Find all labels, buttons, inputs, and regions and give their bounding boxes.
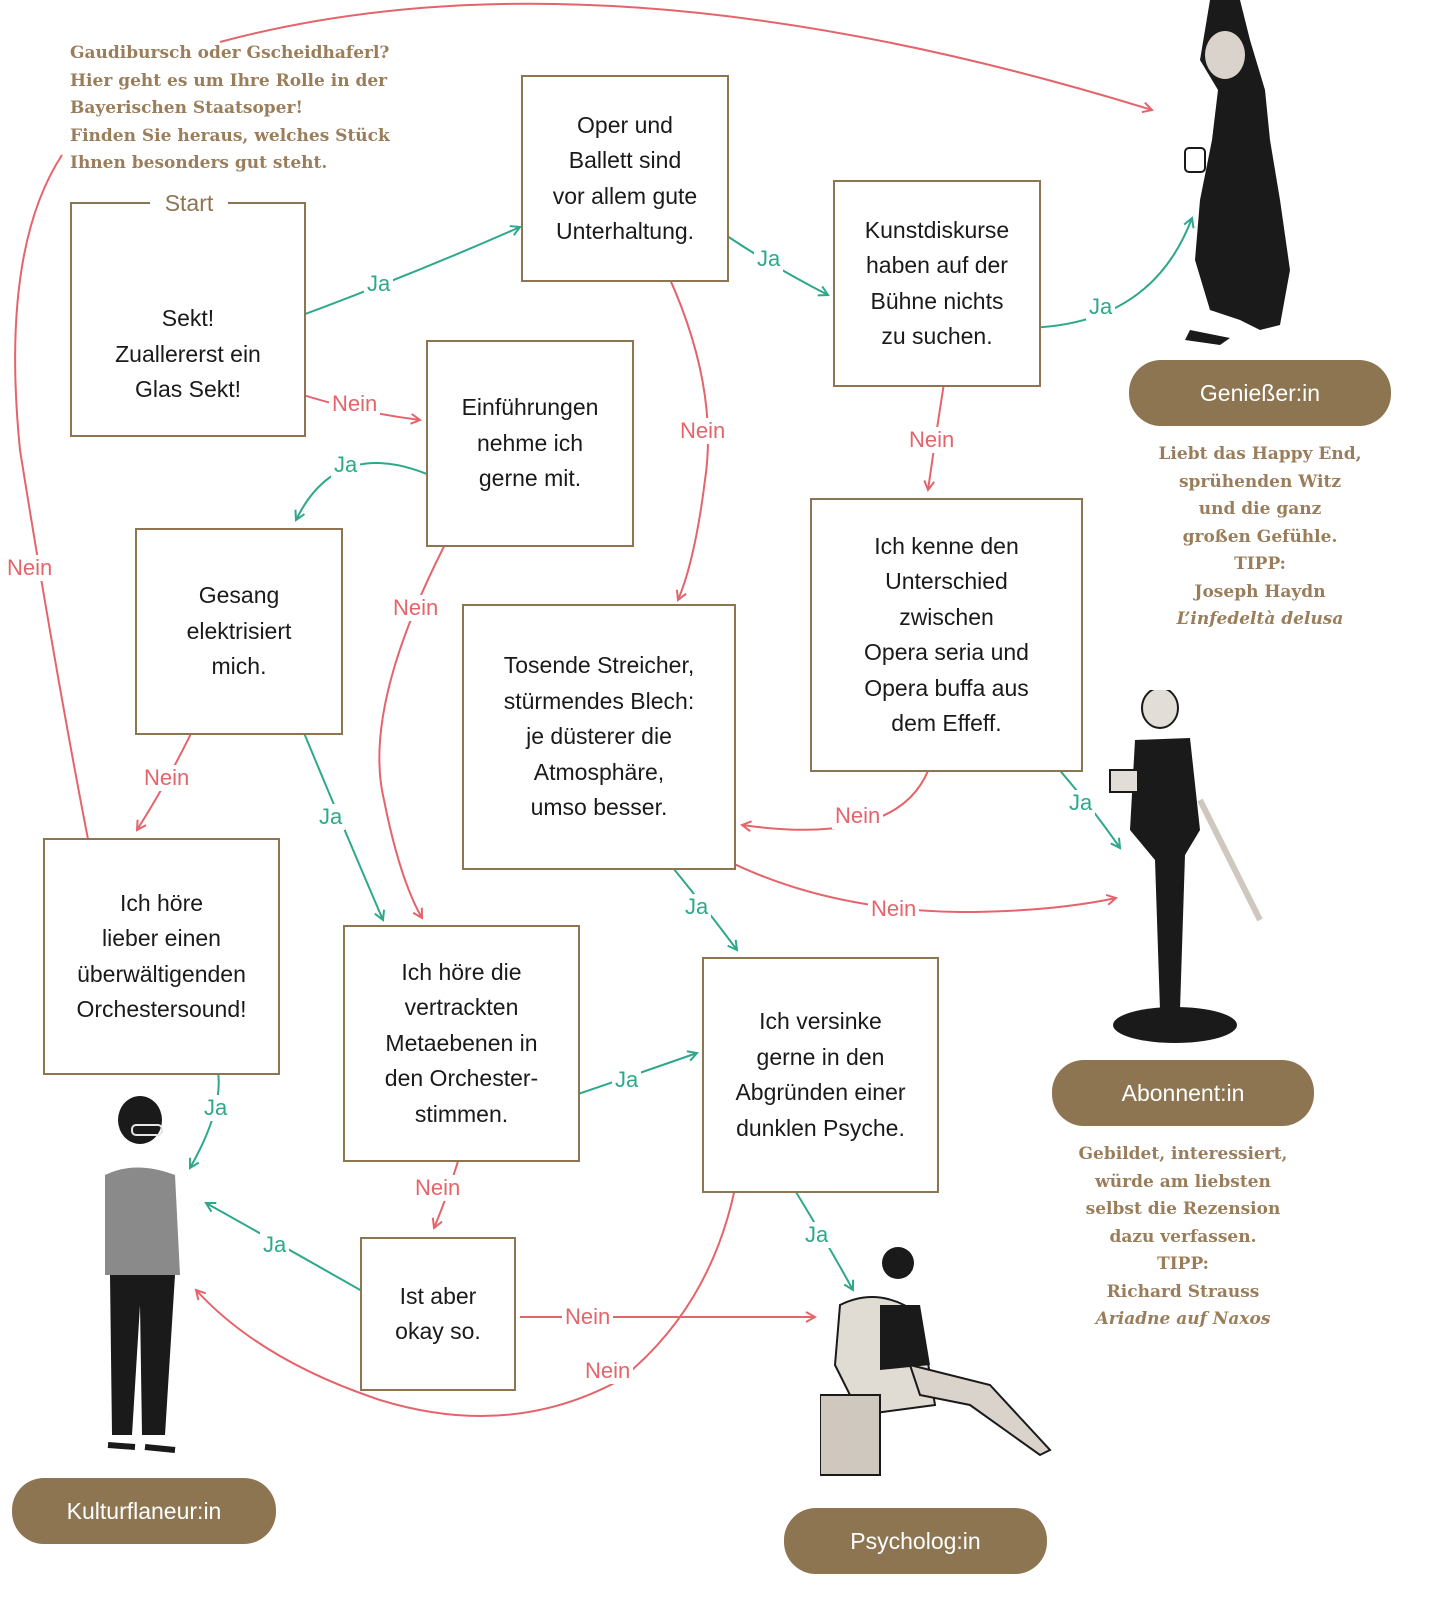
desc-work: Ariadne auf Naxos bbox=[1095, 1309, 1271, 1329]
arrow-nein-oper-tosende bbox=[659, 257, 709, 600]
arrow-nein-hoere-intro bbox=[14, 154, 98, 886]
intro-line: Finden Sie heraus, welches Stück bbox=[70, 125, 390, 146]
box-oper: Oper und Ballett sind vor allem gute Unt… bbox=[521, 75, 729, 282]
desc-line: selbst die Rezension bbox=[1085, 1199, 1281, 1219]
label-nein: Nein bbox=[906, 427, 958, 453]
label-nein: Nein bbox=[329, 391, 381, 417]
intro-line: Bayerischen Staatsoper! bbox=[70, 98, 303, 118]
label-ja: Ja bbox=[1066, 790, 1096, 816]
label-nein: Nein bbox=[4, 555, 56, 581]
kulturflaneur-figure bbox=[105, 1096, 180, 1453]
result-psychologin: Psycholog:in bbox=[784, 1508, 1047, 1574]
label-ja: Ja bbox=[1086, 294, 1116, 320]
label-nein: Nein bbox=[868, 896, 920, 922]
desc-line: sprühenden Witz bbox=[1178, 471, 1342, 492]
label-nein: Nein bbox=[412, 1175, 464, 1201]
box-hoere-lieber: Ich höre lieber einen überwältigenden Or… bbox=[43, 838, 280, 1075]
label-ja: Ja bbox=[612, 1067, 642, 1093]
arrow-nein-intro-geniesser bbox=[219, 2, 1152, 110]
box-hoere-lieber-text: Ich höre lieber einen überwältigenden Or… bbox=[76, 889, 247, 1023]
abonnent-figure bbox=[1109, 690, 1263, 1043]
desc-line: dazu verfassen. bbox=[1109, 1226, 1257, 1247]
box-tosende-text: Tosende Streicher, stürmendes Blech: je … bbox=[503, 652, 695, 821]
desc-composer: Joseph Haydn bbox=[1194, 581, 1326, 602]
desc-line: Liebt das Happy End, bbox=[1158, 444, 1362, 464]
arrow-ja-okay-kulturflaneur bbox=[206, 1203, 384, 1304]
box-einf-text: Einführungen nehme ich gerne mit. bbox=[461, 394, 599, 492]
label-ja: Ja bbox=[316, 804, 346, 830]
arrow-nein-tosende-abonnent bbox=[684, 836, 1116, 914]
geniesser-figure bbox=[1184, 0, 1290, 345]
result-abonnent: Abonnent:in bbox=[1052, 1060, 1314, 1126]
intro-line: Hier geht es um Ihre Rolle in der bbox=[70, 70, 388, 91]
label-nein: Nein bbox=[582, 1358, 634, 1384]
box-sekt-text: Sekt! Zuallererst ein Glas Sekt! bbox=[115, 305, 261, 403]
psychologin-figure bbox=[820, 1247, 1052, 1476]
box-tosende: Tosende Streicher, stürmendes Blech: je … bbox=[462, 604, 736, 870]
box-metaebenen: Ich höre die vertrackten Metaebenen in d… bbox=[343, 925, 580, 1162]
label-nein: Nein bbox=[141, 765, 193, 791]
box-metaebenen-text: Ich höre die vertrackten Metaebenen in d… bbox=[384, 958, 539, 1127]
desc-line: und die ganz bbox=[1198, 499, 1322, 519]
box-kunst-text: Kunstdiskurse haben auf der Bühne nichts… bbox=[864, 216, 1010, 350]
start-box: Sekt! Zuallererst ein Glas Sekt! bbox=[70, 202, 306, 437]
box-versinke-text: Ich versinke gerne in den Abgründen eine… bbox=[735, 1008, 906, 1141]
box-okay: Ist aber okay so. bbox=[360, 1237, 516, 1391]
start-label: Start bbox=[150, 188, 228, 218]
label-ja: Ja bbox=[802, 1222, 832, 1248]
box-kunst: Kunstdiskurse haben auf der Bühne nichts… bbox=[833, 180, 1041, 387]
intro-line: Ihnen besonders gut steht. bbox=[70, 153, 328, 173]
box-oper-text: Oper und Ballett sind vor allem gute Unt… bbox=[552, 111, 698, 245]
label-nein: Nein bbox=[832, 803, 884, 829]
desc-line: großen Gefühle. bbox=[1182, 526, 1338, 547]
geniesser-description: Liebt das Happy End, sprühenden Witz und… bbox=[1120, 441, 1400, 634]
desc-line: würde am liebsten bbox=[1095, 1171, 1271, 1192]
box-kenne-text: Ich kenne den Unterschied zwischen Opera… bbox=[864, 532, 1029, 737]
arrow-ja-kunst-geniesser bbox=[1014, 218, 1192, 330]
arrow-nein-versinke-kulturflaneur bbox=[196, 1159, 741, 1417]
label-ja: Ja bbox=[364, 271, 394, 297]
arrow-nein-einf-meta bbox=[378, 515, 461, 918]
label-ja: Ja bbox=[682, 894, 712, 920]
box-versinke: Ich versinke gerne in den Abgründen eine… bbox=[702, 957, 939, 1193]
box-einf: Einführungen nehme ich gerne mit. bbox=[426, 340, 634, 547]
intro-text: Gaudibursch oder Gscheidhaferl? Hier geh… bbox=[70, 40, 430, 178]
result-kulturflaneur: Kulturflaneur:in bbox=[12, 1478, 276, 1544]
box-gesang: Gesang elektrisiert mich. bbox=[135, 528, 343, 735]
label-ja: Ja bbox=[331, 452, 361, 478]
box-kenne: Ich kenne den Unterschied zwischen Opera… bbox=[810, 498, 1083, 772]
label-ja: Ja bbox=[754, 246, 784, 272]
desc-tipp: TIPP: bbox=[1234, 554, 1286, 574]
label-ja: Ja bbox=[260, 1232, 290, 1258]
desc-composer: Richard Strauss bbox=[1106, 1281, 1260, 1302]
box-gesang-text: Gesang elektrisiert mich. bbox=[186, 582, 292, 680]
arrow-ja-einf-gesang bbox=[296, 462, 446, 520]
label-nein: Nein bbox=[677, 418, 729, 444]
box-okay-text: Ist aber okay so. bbox=[395, 1282, 481, 1345]
intro-line: Gaudibursch oder Gscheidhaferl? bbox=[70, 43, 390, 63]
abonnent-description: Gebildet, interessiert, würde am liebste… bbox=[1040, 1141, 1326, 1334]
desc-work: L’infedeltà delusa bbox=[1176, 609, 1344, 629]
desc-tipp: TIPP: bbox=[1157, 1254, 1209, 1274]
label-nein: Nein bbox=[390, 595, 442, 621]
desc-line: Gebildet, interessiert, bbox=[1078, 1144, 1288, 1164]
label-ja: Ja bbox=[201, 1095, 231, 1121]
result-geniesser: Genießer:in bbox=[1129, 360, 1391, 426]
label-nein: Nein bbox=[562, 1304, 614, 1330]
